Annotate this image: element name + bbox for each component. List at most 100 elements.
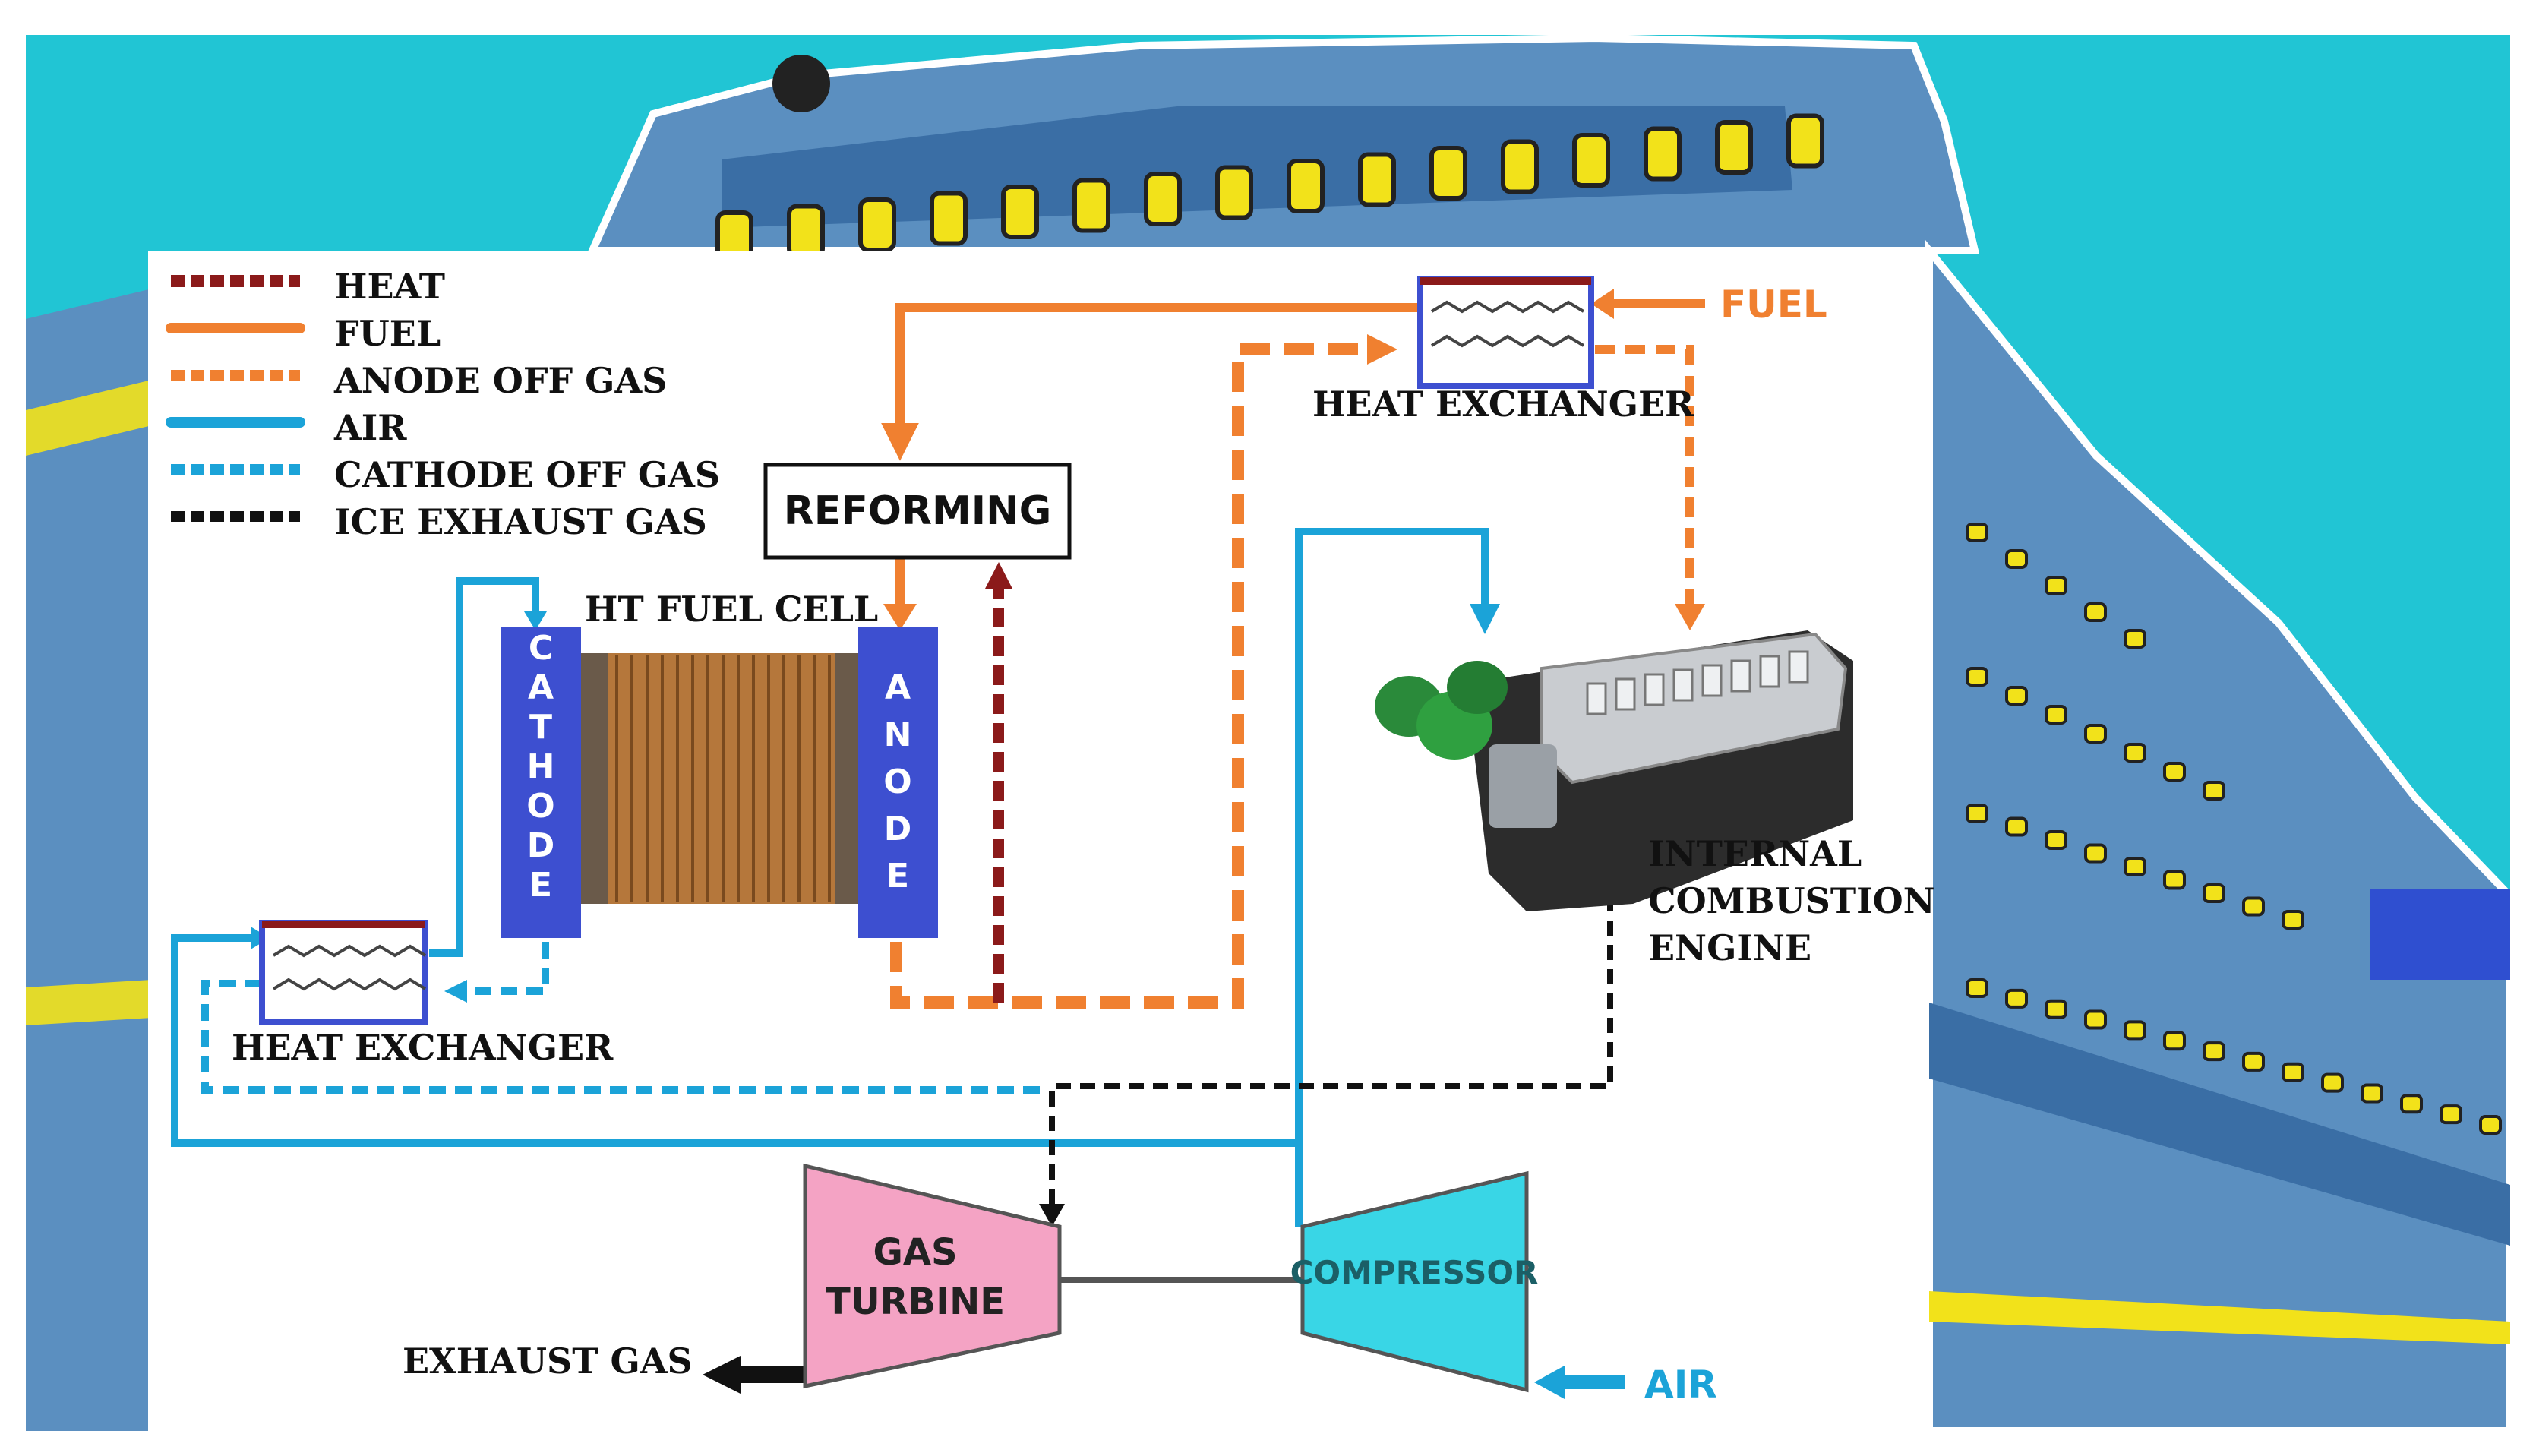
ship-window xyxy=(2084,1009,2107,1030)
cathode-text-letter: O xyxy=(526,787,554,826)
heat-exchanger-left-label: HEAT EXCHANGER xyxy=(232,1027,614,1068)
heat-exchanger-top-coil-2 xyxy=(1430,334,1585,348)
ship-window xyxy=(1501,139,1539,194)
engine-cylinder xyxy=(1586,682,1607,715)
anode-text-letter: D xyxy=(884,810,912,848)
heat-exchanger-top xyxy=(1417,276,1594,389)
fuel-arrow-anode xyxy=(883,604,917,630)
cathode-text-letter: H xyxy=(527,747,555,786)
ship-window xyxy=(2321,1072,2344,1093)
reforming-box xyxy=(763,463,1072,560)
heat-arrow xyxy=(985,562,1012,589)
ship-window xyxy=(1966,804,1988,823)
ship-window xyxy=(2479,1115,2502,1135)
engine-cylinder xyxy=(1644,673,1665,706)
fuel-line-to-reforming xyxy=(895,303,1420,433)
ship-stripe-left-low xyxy=(26,980,152,1025)
legend-fuel-label: FUEL xyxy=(334,313,441,354)
air-line-to-engine xyxy=(1295,528,1489,1227)
anode-text-letter: A xyxy=(885,668,911,707)
ship-window xyxy=(1644,126,1682,182)
engine-label-line2: COMBUSTION xyxy=(1648,880,1935,921)
ship-window xyxy=(2203,1041,2225,1062)
heat-exchanger-left-coil-2 xyxy=(272,978,427,991)
ship-window xyxy=(1215,165,1253,220)
air-inlet-label: AIR xyxy=(1644,1363,1717,1407)
air-line-to-cathode xyxy=(429,577,539,957)
ship-window xyxy=(2124,743,2146,763)
heat-exchanger-left xyxy=(259,920,428,1025)
ship-window xyxy=(2203,883,2225,903)
engine-cylinder xyxy=(1759,655,1780,688)
ice-exhaust-arrow xyxy=(1039,1204,1065,1227)
window-rows-right xyxy=(1966,523,2502,1135)
exhaust-gas-label: EXHAUST GAS xyxy=(403,1341,693,1382)
window-row-top xyxy=(715,113,1824,265)
ship-window xyxy=(1287,159,1325,213)
engine-label-line1: INTERNAL xyxy=(1648,833,1862,874)
engine-label-line3: ENGINE xyxy=(1648,927,1811,968)
ship-window xyxy=(2045,999,2067,1019)
fuel-inlet-label: FUEL xyxy=(1720,283,1827,327)
heat-exchanger-top-coil-1 xyxy=(1430,300,1585,314)
ship-window xyxy=(2084,602,2107,622)
ship-window xyxy=(2163,870,2186,890)
ship-window xyxy=(2163,1031,2186,1051)
ship-hull-left xyxy=(26,289,152,1431)
ship-stern-block xyxy=(2370,889,2510,980)
cathode-text-letter: C xyxy=(529,629,553,668)
cathode-block xyxy=(501,627,581,938)
ship-hull-right xyxy=(1925,239,2514,1435)
ship-funnel-cap xyxy=(772,55,830,112)
turbocharger-top xyxy=(1447,661,1508,714)
gas-turbine-label-line1: GAS xyxy=(873,1231,957,1274)
gas-turbine-label-line2: TURBINE xyxy=(826,1281,1005,1323)
fuel-arrow-reforming xyxy=(881,423,919,461)
anode-off-gas-arrow-hx xyxy=(1367,334,1397,365)
engine-cylinder xyxy=(1672,668,1694,702)
air-inlet-arrow xyxy=(1534,1366,1565,1399)
heat-exchanger-top-label: HEAT EXCHANGER xyxy=(1312,384,1694,425)
ship-hull-right-band xyxy=(1929,1003,2510,1246)
compressor-label: COMPRESSOR xyxy=(1290,1254,1539,1291)
engine-image xyxy=(1375,630,1853,911)
ship-window xyxy=(1966,978,1988,998)
ice-exhaust-line xyxy=(1049,896,1613,1208)
ship-window xyxy=(2045,830,2067,850)
anode-off-gas-line xyxy=(890,343,1382,1009)
reforming-label: REFORMING xyxy=(784,488,1052,534)
ship-window xyxy=(2282,1062,2304,1082)
ship-window xyxy=(1572,133,1610,188)
cell-stack-plates xyxy=(615,655,831,902)
air-arrow-cathode xyxy=(524,611,547,630)
legend-anode-off-gas-label: ANODE OFF GAS xyxy=(333,360,667,401)
fuel-inlet-arrow xyxy=(1591,289,1614,319)
legend-ice-exhaust-gas-label: ICE EXHAUST GAS xyxy=(334,501,707,542)
ship-window xyxy=(1001,185,1039,239)
ship-window xyxy=(2005,549,2028,569)
ship-window xyxy=(2361,1083,2383,1104)
ship-window xyxy=(2005,816,2028,837)
air-line-to-hx xyxy=(171,934,1299,1147)
ship-stripe-left xyxy=(26,380,152,456)
ship-window xyxy=(2400,1094,2423,1114)
cathode-off-gas-arrow xyxy=(444,980,467,1003)
cathode-off-gas-exhaust xyxy=(201,980,1048,1094)
ship-window xyxy=(2440,1104,2462,1125)
ship-window xyxy=(2005,686,2028,706)
anode-off-gas-arrow-engine xyxy=(1675,604,1705,630)
ship-window xyxy=(2203,781,2225,801)
anode-off-gas-to-engine xyxy=(1595,345,1694,608)
heat-exchanger-left-coil-1 xyxy=(272,944,427,958)
heat-exchanger-top-body xyxy=(1417,276,1594,389)
anode-text-letter: O xyxy=(883,763,911,801)
engine-cylinder xyxy=(1788,650,1809,684)
exhaust-outlet-arrow xyxy=(703,1356,741,1394)
ship-window xyxy=(2084,843,2107,864)
ship-window xyxy=(2282,910,2304,930)
heat-exchanger-left-body xyxy=(259,920,428,1025)
